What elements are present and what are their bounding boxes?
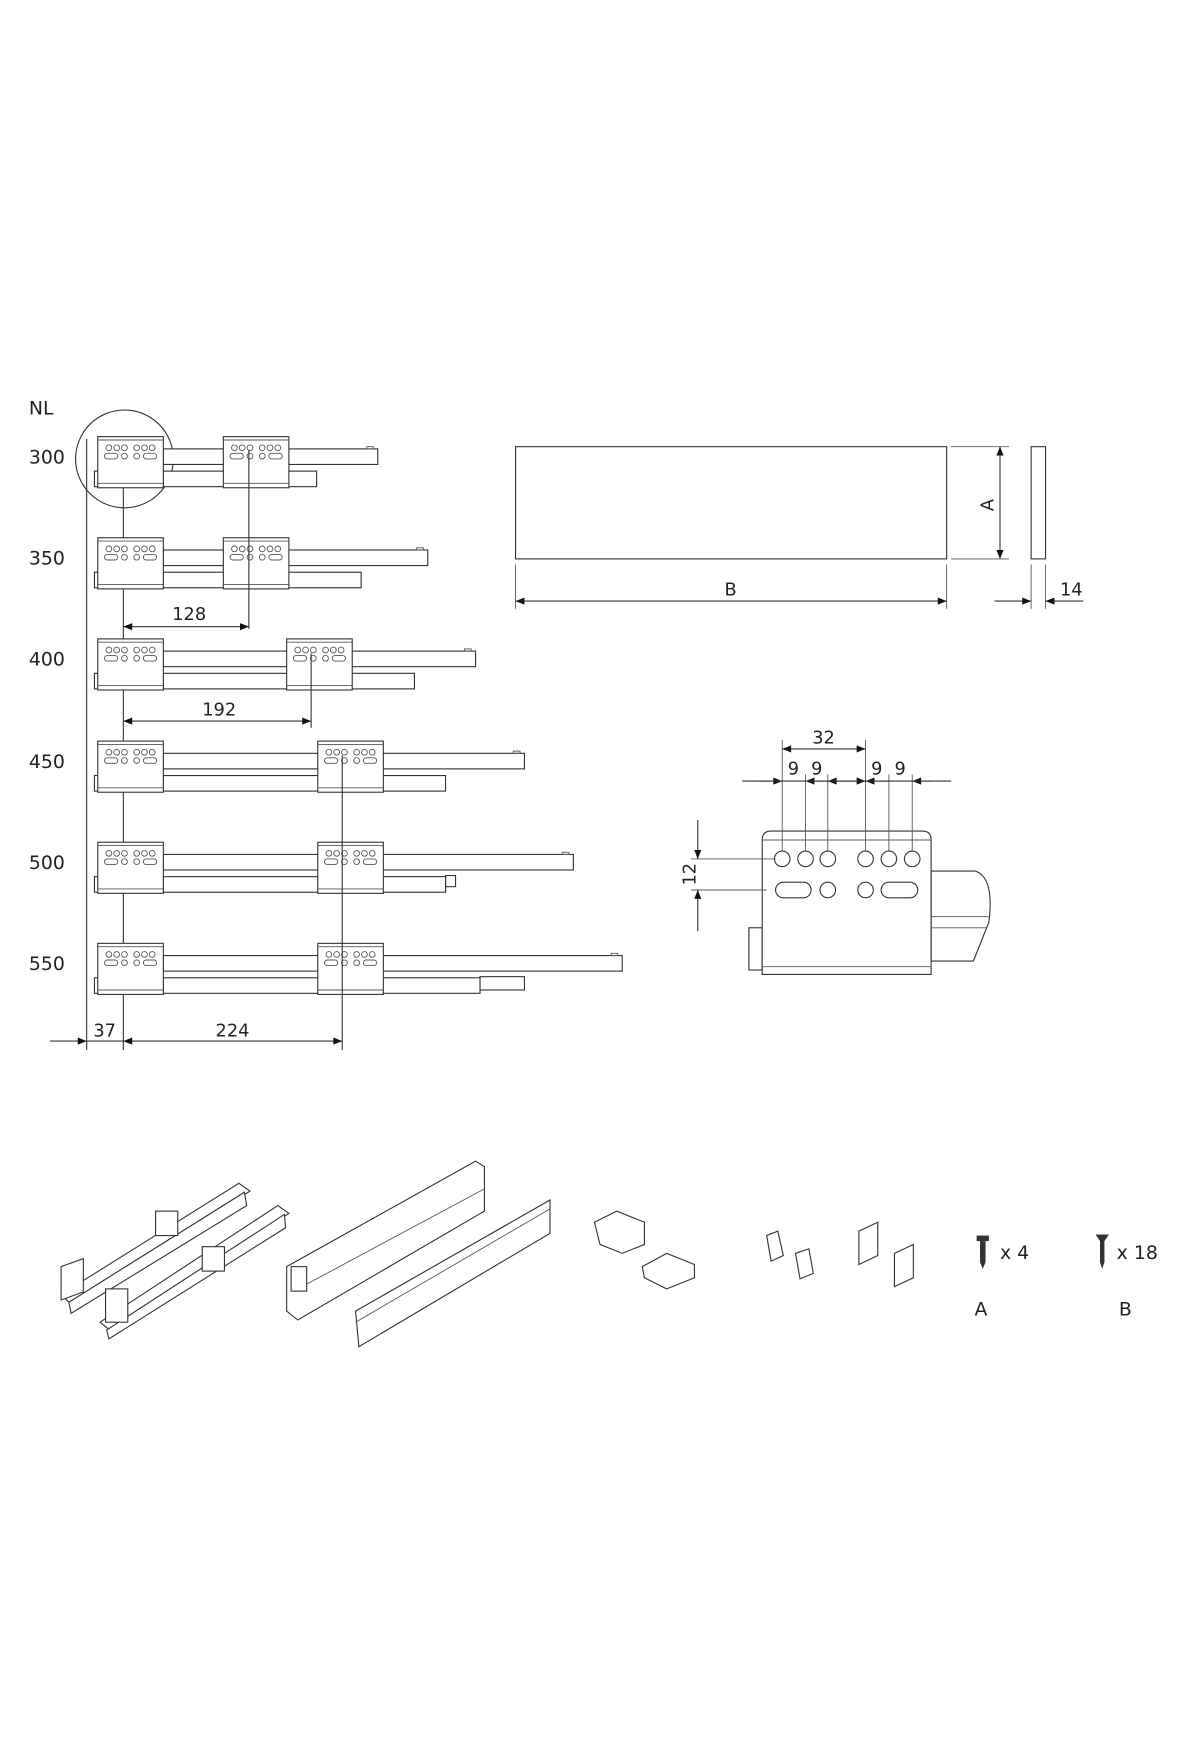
screw-b-icon: [1095, 1234, 1109, 1269]
caps-illustration: [858, 1221, 914, 1288]
rail-bracket: [97, 841, 164, 894]
nl-row-label: 450: [29, 751, 65, 773]
dim-b-label: B: [724, 581, 736, 601]
screw-b-qty: x 18: [1117, 1242, 1158, 1264]
rail-stop: [512, 750, 521, 754]
detail-tab: [748, 927, 763, 971]
dim-37-label: 37: [93, 1022, 116, 1042]
rail-extension: [445, 875, 457, 888]
rail-stop: [561, 851, 570, 855]
rail-bracket: [97, 537, 164, 590]
panel-side: [1030, 446, 1047, 560]
dim-9-label: 9: [894, 759, 905, 779]
nl-row-label: 400: [29, 649, 65, 671]
dim-192-label: 192: [202, 701, 236, 721]
rail-stop: [464, 648, 472, 652]
nl-header: NL: [29, 397, 54, 419]
dim-32-label: 32: [812, 728, 835, 748]
dim-9-label: 9: [788, 759, 799, 779]
screw-a-qty: x 4: [1000, 1242, 1029, 1264]
slot: [880, 881, 919, 899]
rail-bracket: [97, 436, 164, 489]
parts-list: x 4 A x 18 B: [60, 1160, 1158, 1348]
dim-9-label: 9: [811, 759, 822, 779]
dim-12-label: 12: [681, 863, 701, 886]
dim-9-label: 9: [871, 759, 882, 779]
screw-a-label: A: [974, 1299, 987, 1321]
dim-128-label: 128: [172, 605, 206, 625]
brackets-illustration: [593, 1210, 695, 1290]
drawer-side-panels-illustration: [286, 1160, 551, 1348]
rail-bracket: [286, 638, 353, 691]
bracket-detail: 32 9 9 9 9 12: [681, 728, 991, 975]
rail-row: 400: [29, 638, 477, 691]
rail-bracket: [317, 740, 384, 793]
rail-bracket: [222, 436, 290, 489]
rail-stop: [366, 446, 374, 450]
detail-rail: [930, 870, 991, 962]
runner-rails-illustration: [60, 1182, 290, 1340]
panel-front: [515, 446, 948, 560]
dim-a-label: A: [978, 499, 998, 511]
rail-row: 550: [29, 942, 623, 995]
rail-length-diagram: NL 300 350 400 450 500 550 128 192 37 224: [29, 397, 623, 1050]
slot: [775, 881, 812, 899]
screw-b-label: B: [1119, 1299, 1132, 1321]
rail-row: 300: [29, 436, 379, 489]
rail-row: 350: [29, 537, 429, 590]
rail-bracket: [317, 942, 384, 995]
rail-bracket: [317, 841, 384, 894]
rail-bracket: [97, 638, 164, 691]
clips-illustration: [766, 1230, 814, 1280]
rail-row: 500: [29, 841, 574, 894]
dim-14-label: 14: [1060, 581, 1083, 601]
rail-bracket: [222, 537, 290, 590]
nl-row-label: 550: [29, 953, 65, 975]
nl-row-label: 350: [29, 547, 65, 569]
hole: [819, 881, 837, 899]
upper-rail: [162, 549, 429, 567]
lower-rail: [162, 775, 447, 792]
nl-row-label: 500: [29, 852, 65, 874]
rail-stop: [416, 547, 424, 551]
hole: [857, 881, 874, 899]
rail-stop: [610, 952, 619, 956]
screw-a-icon: [976, 1235, 989, 1269]
nl-row-label: 300: [29, 446, 65, 468]
rail-extension: [479, 976, 525, 991]
drawer-front-panel: A B 14: [515, 446, 1084, 609]
rail-row: 450: [29, 740, 525, 793]
rail-bracket: [97, 740, 164, 793]
upper-rail: [162, 955, 623, 972]
dim-224-label: 224: [216, 1022, 250, 1042]
lower-rail: [162, 876, 447, 893]
rail-bracket: [97, 942, 164, 995]
